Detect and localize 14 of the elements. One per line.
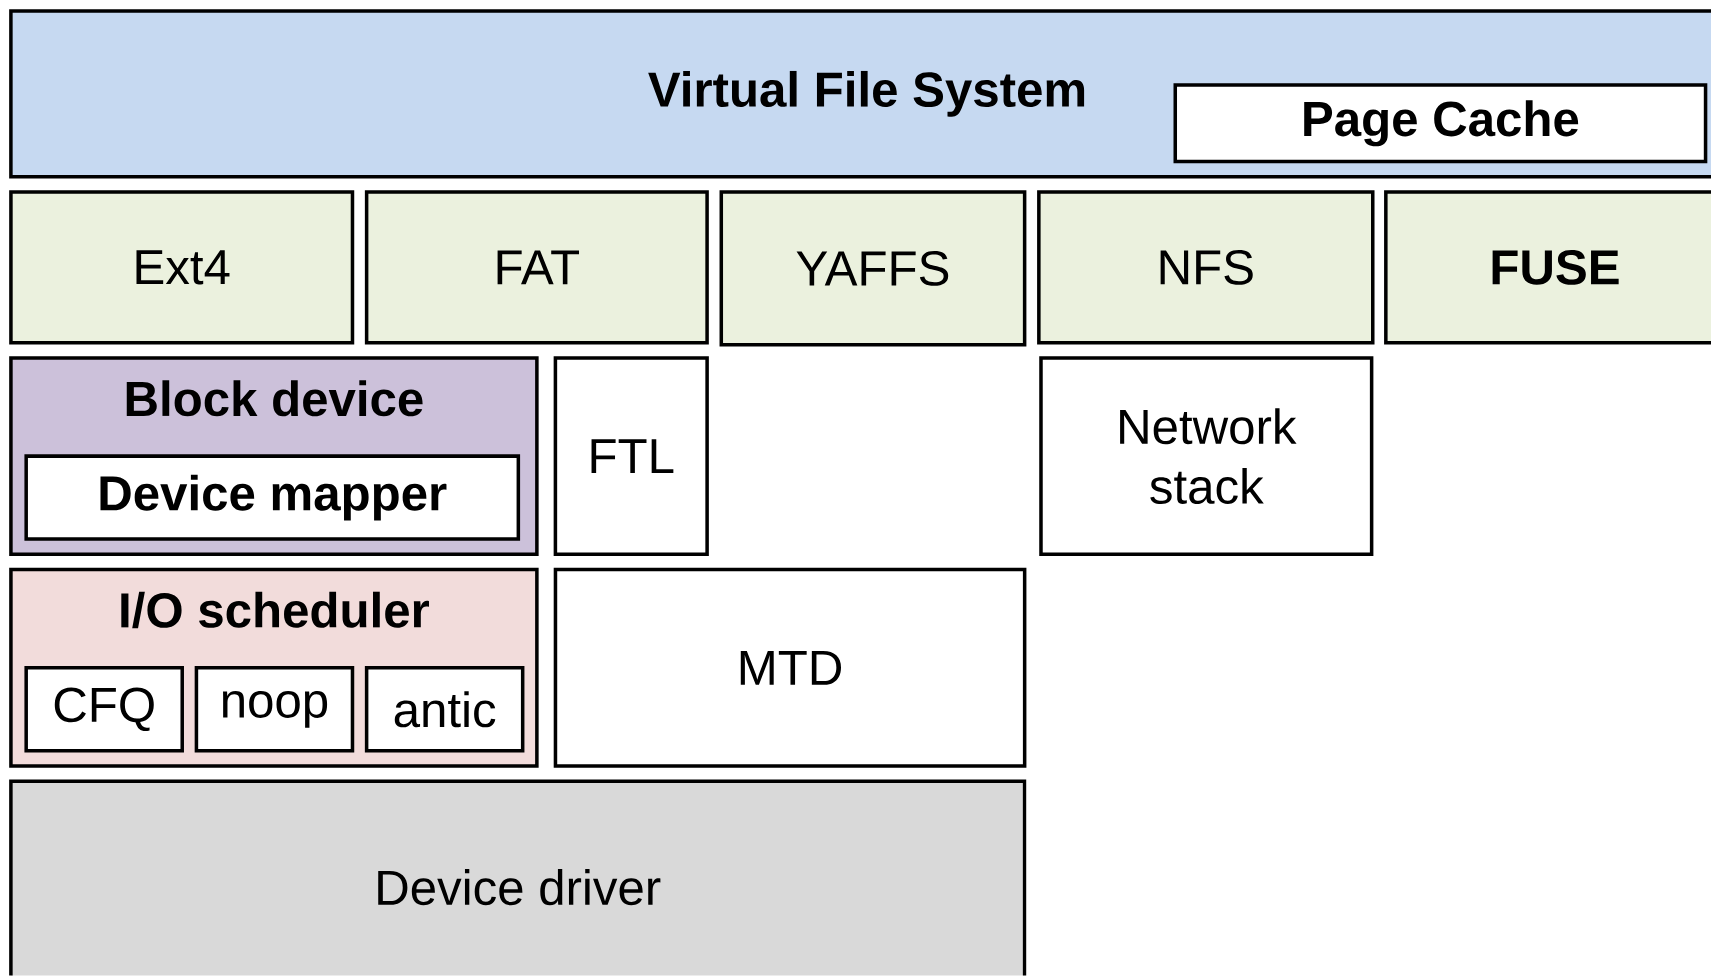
layer-box: Network stack bbox=[1039, 356, 1374, 557]
layer-band: Device driver bbox=[9, 779, 1027, 976]
scheduler-box: CFQ bbox=[24, 666, 184, 753]
layer-box: FTL bbox=[553, 356, 709, 557]
filesystem-box: FAT bbox=[364, 190, 709, 345]
layer-box: Device mapper bbox=[24, 454, 521, 542]
layer-box: Page Cache bbox=[1173, 83, 1708, 164]
filesystem-box: NFS bbox=[1037, 190, 1375, 345]
scheduler-box: antic bbox=[364, 666, 525, 753]
filesystem-box: Ext4 bbox=[9, 190, 355, 345]
filesystem-box: YAFFS bbox=[719, 190, 1027, 347]
layer-box: MTD bbox=[553, 568, 1027, 768]
filesystem-box: FUSE bbox=[1384, 190, 1711, 345]
scheduler-box: noop bbox=[194, 666, 355, 753]
